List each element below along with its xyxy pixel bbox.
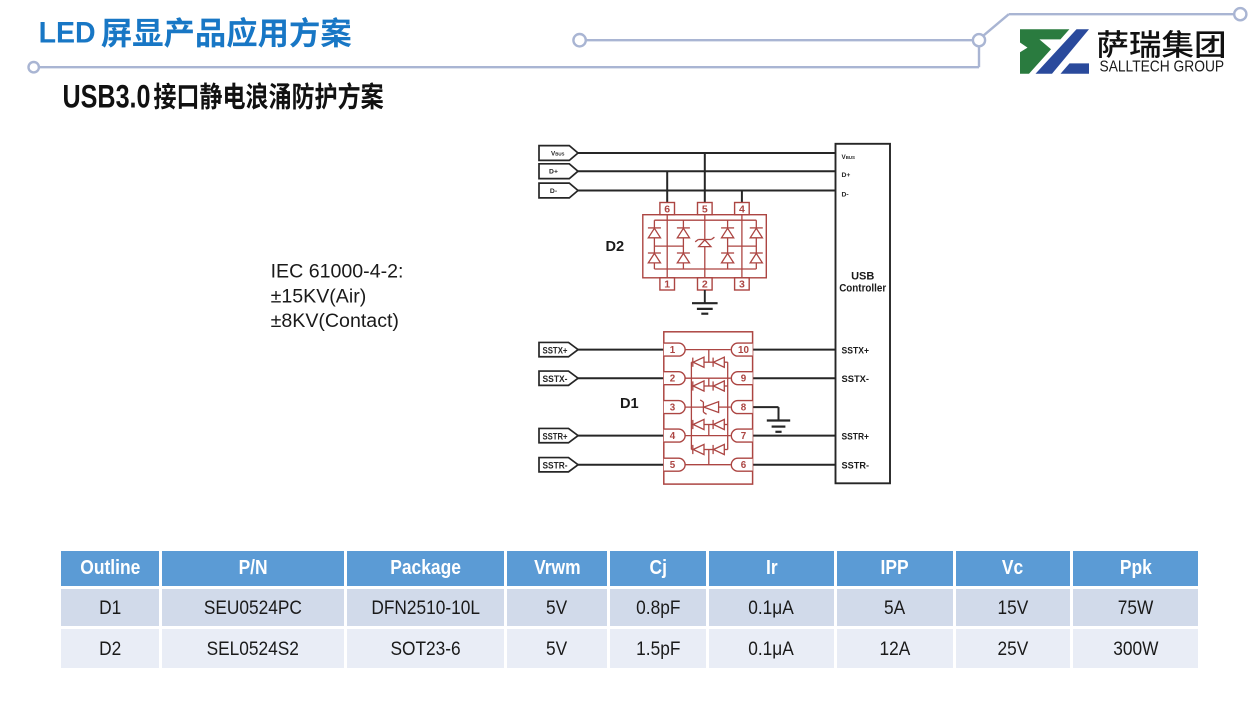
svg-text:USB3.0: USB3.0 — [63, 79, 151, 115]
svg-text:6: 6 — [741, 460, 747, 471]
svg-text:USB: USB — [851, 271, 874, 283]
svg-text:1: 1 — [664, 279, 670, 291]
svg-text:D+: D+ — [549, 169, 558, 176]
svg-text:D-: D- — [842, 191, 849, 198]
svg-text:2: 2 — [702, 279, 708, 291]
svg-text:IEC 61000-4-2:: IEC 61000-4-2: — [271, 261, 404, 283]
svg-text:5: 5 — [670, 460, 676, 471]
svg-text:D1: D1 — [620, 396, 639, 412]
svg-text:LED: LED — [39, 16, 96, 49]
svg-text:D+: D+ — [842, 172, 851, 179]
svg-text:D2: D2 — [606, 239, 625, 255]
svg-text:3: 3 — [670, 403, 676, 414]
svg-text:SALLTECH GROUP: SALLTECH GROUP — [1100, 59, 1225, 76]
svg-text:SSTR-: SSTR- — [842, 461, 870, 472]
svg-text:D-: D- — [550, 188, 557, 195]
svg-text:VBUS: VBUS — [551, 150, 565, 157]
svg-text:±15KV(Air): ±15KV(Air) — [271, 285, 367, 307]
svg-text:SSTX-: SSTX- — [842, 374, 870, 385]
svg-text:3: 3 — [739, 279, 745, 291]
svg-text:SSTX+: SSTX+ — [543, 345, 568, 355]
svg-text:7: 7 — [741, 431, 747, 442]
svg-text:10: 10 — [738, 345, 749, 356]
svg-text:9: 9 — [741, 374, 747, 385]
svg-text:8: 8 — [741, 403, 747, 414]
svg-text:SSTR+: SSTR+ — [842, 432, 870, 443]
svg-text:Controller: Controller — [839, 283, 887, 295]
svg-text:2: 2 — [670, 374, 676, 385]
svg-text:4: 4 — [670, 431, 676, 442]
svg-text:SSTX-: SSTX- — [543, 374, 568, 384]
svg-text:5: 5 — [702, 203, 708, 215]
svg-text:SSTX+: SSTX+ — [842, 346, 870, 357]
svg-text:4: 4 — [739, 203, 745, 215]
svg-text:SSTR-: SSTR- — [543, 461, 568, 471]
svg-text:1: 1 — [670, 345, 676, 356]
svg-text:±8KV(Contact): ±8KV(Contact) — [271, 310, 399, 332]
svg-text:SSTR+: SSTR+ — [543, 431, 568, 441]
svg-text:6: 6 — [664, 203, 670, 215]
svg-text:VBUS: VBUS — [842, 154, 856, 161]
